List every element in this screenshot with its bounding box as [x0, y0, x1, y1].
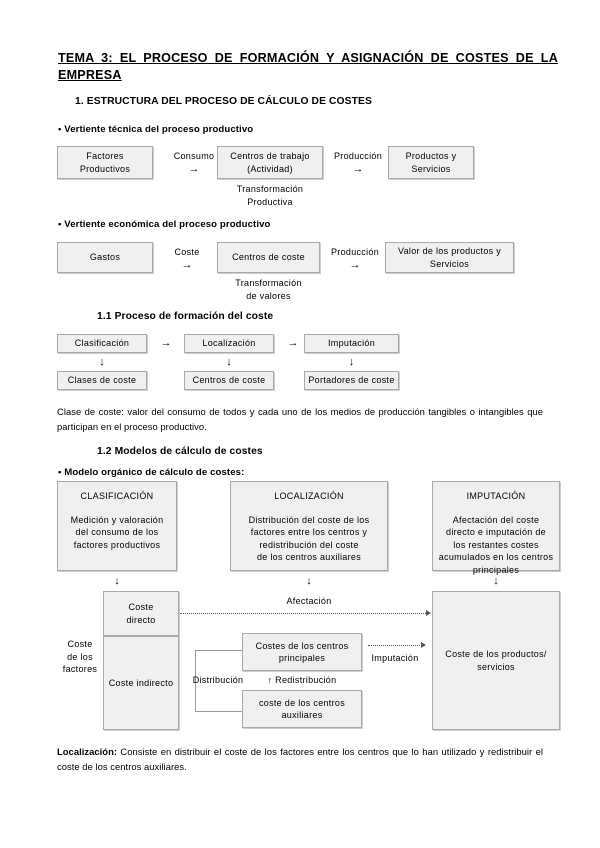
technical-link-produccion: Producción	[333, 151, 383, 161]
organic-arrowhead-afectacion	[426, 610, 431, 616]
organic-label-coste-factores: Coste de los factores	[62, 639, 98, 674]
technical-arrow-1: →	[188, 163, 200, 175]
formation-box-clases-coste: Clases de coste	[57, 371, 147, 390]
organic-box-imputacion: IMPUTACIÓN Afectación del coste directo …	[432, 481, 560, 575]
economic-box-gastos: Gastos	[57, 242, 153, 273]
organic-down-arrow-3: ↓	[493, 575, 499, 587]
organic-bracket-top-branch	[195, 650, 243, 651]
economic-link-coste: Coste	[174, 247, 200, 257]
formation-arrow-h-2: →	[287, 337, 299, 349]
economic-arrow-1: →	[181, 259, 193, 271]
organic-down-arrow-2: ↓	[306, 575, 312, 587]
organic-col3-body: Afectación del coste directo e imputació…	[438, 514, 554, 575]
formation-arrow-v-2: ↓	[226, 356, 232, 368]
technical-box-productos: Productos y Servicios	[388, 146, 474, 179]
organic-box-centros-auxiliares: coste de los centros auxiliares	[242, 690, 362, 728]
economic-arrow-2: →	[349, 259, 361, 271]
organic-box-localizacion: LOCALIZACIÓN Distribución del coste de l…	[230, 481, 388, 571]
organic-box-productos-servicios: Coste de los productos/ servicios	[432, 591, 560, 730]
technical-box-factores: Factores Productivos	[57, 146, 153, 179]
formation-arrow-v-1: ↓	[99, 356, 105, 368]
organic-bracket-vertical	[195, 650, 196, 712]
technical-caption-transformacion: Transformación Productiva	[236, 184, 304, 207]
technical-link-consumo: Consumo	[173, 151, 215, 161]
organic-col1-body: Medición y valoración del consumo de los…	[70, 514, 164, 550]
formation-heading: 1.1 Proceso de formación del coste	[97, 311, 274, 322]
organic-box-centros-principales: Costes de los centros principales	[242, 633, 362, 671]
organic-box-clasificacion: CLASIFICACIÓN Medición y valoración del …	[57, 481, 177, 571]
organic-box-coste-indirecto: Coste indirecto	[103, 636, 179, 730]
technical-arrow-2: →	[352, 163, 364, 175]
models-bullet: • Modelo orgánico de cálculo de costes:	[58, 467, 245, 478]
organic-connector-afectacion	[180, 613, 428, 614]
technical-box-centros-trabajo: Centros de trabajo (Actividad)	[217, 146, 323, 179]
footer-term: Localización:	[57, 746, 118, 757]
organic-col2-body: Distribución del coste de los factores e…	[248, 514, 370, 563]
organic-connector-imputacion	[368, 645, 422, 646]
formation-box-localizacion: Localización	[184, 334, 274, 353]
organic-col1-title: CLASIFICACIÓN	[80, 491, 154, 501]
organic-down-arrow-1: ↓	[114, 575, 120, 587]
formation-note: Clase de coste: valor del consumo de tod…	[57, 406, 543, 432]
models-heading: 1.2 Modelos de cálculo de costes	[97, 446, 263, 457]
organic-box-coste-directo: Coste directo	[103, 591, 179, 636]
technical-heading: • Vertiente técnica del proceso producti…	[58, 124, 254, 135]
organic-bracket-bottom-branch	[195, 711, 243, 712]
formation-arrow-h-1: →	[160, 337, 172, 349]
economic-caption-transformacion: Transformación de valores	[235, 278, 302, 301]
formation-box-clasificacion: Clasificación	[57, 334, 147, 353]
footer-text: Consiste en distribuir el coste de los f…	[57, 746, 543, 772]
economic-heading: • Vertiente económica del proceso produc…	[58, 219, 271, 230]
organic-label-imputacion: Imputación	[371, 653, 419, 663]
economic-box-centros-coste: Centros de coste	[217, 242, 320, 273]
organic-label-distribucion: Distribución	[192, 675, 244, 685]
formation-box-imputacion: Imputación	[304, 334, 399, 353]
footer-paragraph: Localización: Consiste en distribuir el …	[57, 745, 543, 774]
formation-box-centros-coste: Centros de coste	[184, 371, 274, 390]
economic-box-valor-productos: Valor de los productos y Servicios	[385, 242, 514, 273]
organic-label-redistribucion: ↑ Redistribución	[267, 675, 337, 685]
page-title: TEMA 3: EL PROCESO DE FORMACIÓN Y ASIGNA…	[58, 51, 558, 82]
economic-link-produccion: Producción	[330, 247, 380, 257]
organic-col2-title: LOCALIZACIÓN	[274, 491, 344, 501]
organic-label-afectacion: Afectación	[286, 596, 332, 606]
formation-box-portadores-coste: Portadores de coste	[304, 371, 399, 390]
organic-col3-title: IMPUTACIÓN	[466, 491, 526, 501]
formation-arrow-v-3: ↓	[348, 356, 355, 368]
section-heading-1: 1. ESTRUCTURA DEL PROCESO DE CÁLCULO DE …	[75, 96, 372, 107]
organic-arrowhead-imputacion	[421, 642, 426, 648]
